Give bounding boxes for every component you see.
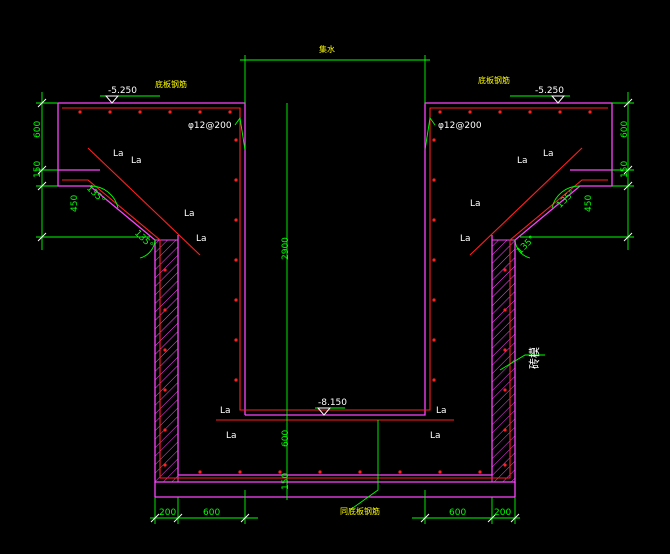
- dim-left-600: 600: [33, 121, 43, 138]
- dim-right-450: 450: [584, 195, 594, 212]
- dim-bottom-200-right: 200: [494, 508, 511, 518]
- note-top-left: 底板钢筋: [155, 79, 187, 89]
- la-label: La: [196, 234, 207, 244]
- dim-left-150: 150: [33, 161, 43, 178]
- note-right: 砖模: [527, 347, 541, 369]
- elevation-top-left: -5.250: [108, 86, 137, 96]
- dim-right-150: 150: [620, 161, 630, 178]
- dim-center-2900: 2900: [281, 237, 291, 260]
- rebar-dots: [78, 110, 592, 474]
- la-label: La: [430, 431, 441, 441]
- note-bottom: 同底板钢筋: [340, 506, 380, 516]
- dim-left-450: 450: [70, 195, 80, 212]
- rebar-lines: [62, 107, 608, 479]
- dim-center-600: 600: [281, 430, 291, 447]
- rebar-right-label: φ12@200: [438, 121, 482, 131]
- la-label: La: [184, 209, 195, 219]
- dim-center-150: 150: [281, 473, 291, 490]
- note-top-right: 底板钢筋: [478, 75, 510, 85]
- elevation-bottom: -8.150: [318, 398, 347, 408]
- dimension-ticks: [37, 98, 633, 523]
- la-label: La: [436, 406, 447, 416]
- dim-bottom-600-right: 600: [449, 508, 466, 518]
- dim-bottom-200-left: 200: [159, 508, 176, 518]
- elevation-markers: [104, 95, 566, 416]
- anchor-labels: La La La La La La La La La La La La: [113, 149, 554, 441]
- la-label: La: [543, 149, 554, 159]
- brick-wall-left: [154, 239, 179, 483]
- top-label: 集水: [319, 44, 335, 54]
- elevation-top-right: -5.250: [535, 86, 564, 96]
- la-label: La: [470, 199, 481, 209]
- dim-bottom-600-left: 600: [203, 508, 220, 518]
- dim-right-600: 600: [620, 121, 630, 138]
- angle-label: 135°: [84, 184, 106, 206]
- la-label: La: [220, 406, 231, 416]
- rebar-left-label: φ12@200: [188, 121, 232, 131]
- la-label: La: [517, 156, 528, 166]
- angle-label: 135°: [132, 229, 154, 251]
- la-label: La: [460, 234, 471, 244]
- dimension-lines: [36, 55, 634, 524]
- la-label: La: [113, 149, 124, 159]
- la-label: La: [131, 156, 142, 166]
- la-label: La: [226, 431, 237, 441]
- brick-wall-right: [491, 239, 516, 483]
